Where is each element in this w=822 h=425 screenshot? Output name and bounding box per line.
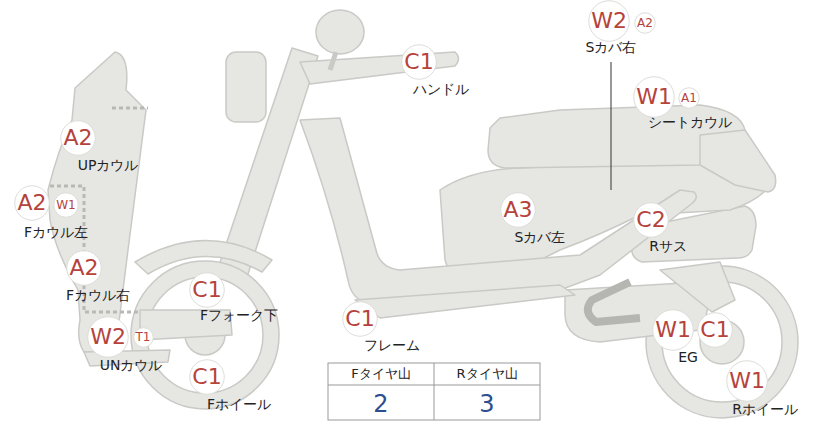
engine-hook <box>588 282 640 322</box>
callout-code: W1 <box>636 86 672 108</box>
damage-callout: W1 <box>726 360 768 402</box>
front-cowl <box>48 52 146 352</box>
damage-callout: C1 <box>342 301 378 337</box>
part-name: UPカウル <box>78 158 139 173</box>
engine-mount <box>660 262 735 312</box>
front-fender <box>135 240 272 274</box>
callout-circle <box>589 1 630 42</box>
part-name: Sカバ左 <box>515 230 566 245</box>
table-rule <box>434 363 435 420</box>
callout-circle <box>54 193 79 218</box>
table-header: Rタイヤ山 <box>456 367 517 381</box>
damage-callout: C2 <box>633 202 669 238</box>
callout-circle <box>67 251 102 286</box>
damage-callout: A2 <box>66 250 102 286</box>
callout-code: W2 <box>591 10 627 32</box>
part-name: UNカウル <box>100 358 163 373</box>
damage-callout: C1 <box>697 312 733 348</box>
part-name: ハンドル <box>413 82 469 97</box>
tire-table <box>328 363 540 420</box>
damage-callout: C1 <box>189 272 225 308</box>
callout-code: C1 <box>192 366 221 388</box>
table-value: 3 <box>479 391 494 417</box>
callout-code: C1 <box>404 51 433 73</box>
damage-callout: W1 <box>53 192 79 218</box>
callout-code: C1 <box>700 319 729 341</box>
callout-circle <box>679 88 700 109</box>
part-name: Fカウル左 <box>24 225 88 240</box>
mirror-stem <box>330 52 336 70</box>
damage-callout: A1 <box>678 87 700 109</box>
part-name: シートカウル <box>648 115 732 130</box>
part-name: EG <box>678 350 698 365</box>
callout-circle <box>634 77 675 118</box>
front-tire <box>131 261 279 409</box>
callout-circle <box>15 186 50 221</box>
part-name: Fカウル右 <box>66 288 130 303</box>
part-name: フレーム <box>364 338 420 353</box>
callout-circle <box>698 313 733 348</box>
callout-code: C2 <box>636 209 665 231</box>
damage-callout: A2 <box>634 12 656 34</box>
callout-code: W2 <box>90 326 126 348</box>
panel-split <box>112 107 148 110</box>
floor-step <box>355 285 575 318</box>
seat-cowl-tail <box>700 130 776 192</box>
callout-circle <box>634 203 669 238</box>
callout-code: A1 <box>681 92 697 104</box>
callout-code: A3 <box>503 199 532 221</box>
callout-code: A2 <box>637 17 653 29</box>
leader-line <box>611 62 612 190</box>
part-name: Sカバ右 <box>586 40 637 55</box>
callout-circle <box>727 361 768 402</box>
callout-circle <box>88 317 129 358</box>
callout-circle <box>190 273 225 308</box>
callout-circle <box>635 13 656 34</box>
part-name: Fフォーク下 <box>200 308 278 323</box>
callout-circle <box>402 45 437 80</box>
callout-code: W1 <box>655 319 691 341</box>
callout-code: C1 <box>345 308 374 330</box>
part-name: Fホイール <box>207 397 271 412</box>
damage-callout: W1 <box>633 76 675 118</box>
callout-circle <box>190 360 225 395</box>
callout-code: A2 <box>69 257 98 279</box>
callout-circle <box>133 327 153 347</box>
damage-callout: A2 <box>60 120 96 156</box>
callout-code: W1 <box>56 199 76 211</box>
headlight <box>226 52 266 122</box>
damage-callout: A2 <box>14 185 50 221</box>
damage-callout: W1 <box>652 309 694 351</box>
damage-callout: C1 <box>189 359 225 395</box>
damage-callout: W2 <box>588 0 630 42</box>
callout-circle <box>61 121 96 156</box>
table-value: 2 <box>373 391 388 417</box>
mirror <box>316 10 364 54</box>
part-name: Rサス <box>649 239 687 254</box>
callout-code: C1 <box>192 279 221 301</box>
damage-callout: T1 <box>133 327 154 348</box>
damage-callout: C1 <box>401 44 437 80</box>
callout-code: A2 <box>17 192 46 214</box>
damage-callout: W2 <box>87 316 129 358</box>
callout-circle <box>653 310 694 351</box>
callout-circle <box>501 193 536 228</box>
table-header: Fタイヤ山 <box>351 367 410 381</box>
callout-code: T1 <box>136 331 151 343</box>
part-name: Rホイール <box>732 402 798 417</box>
panel-split <box>50 186 140 312</box>
damage-callout: A3 <box>500 192 536 228</box>
frame-floor <box>300 118 696 305</box>
callout-code: A2 <box>63 127 92 149</box>
callout-code: W1 <box>729 370 765 392</box>
callout-circle <box>343 302 378 337</box>
